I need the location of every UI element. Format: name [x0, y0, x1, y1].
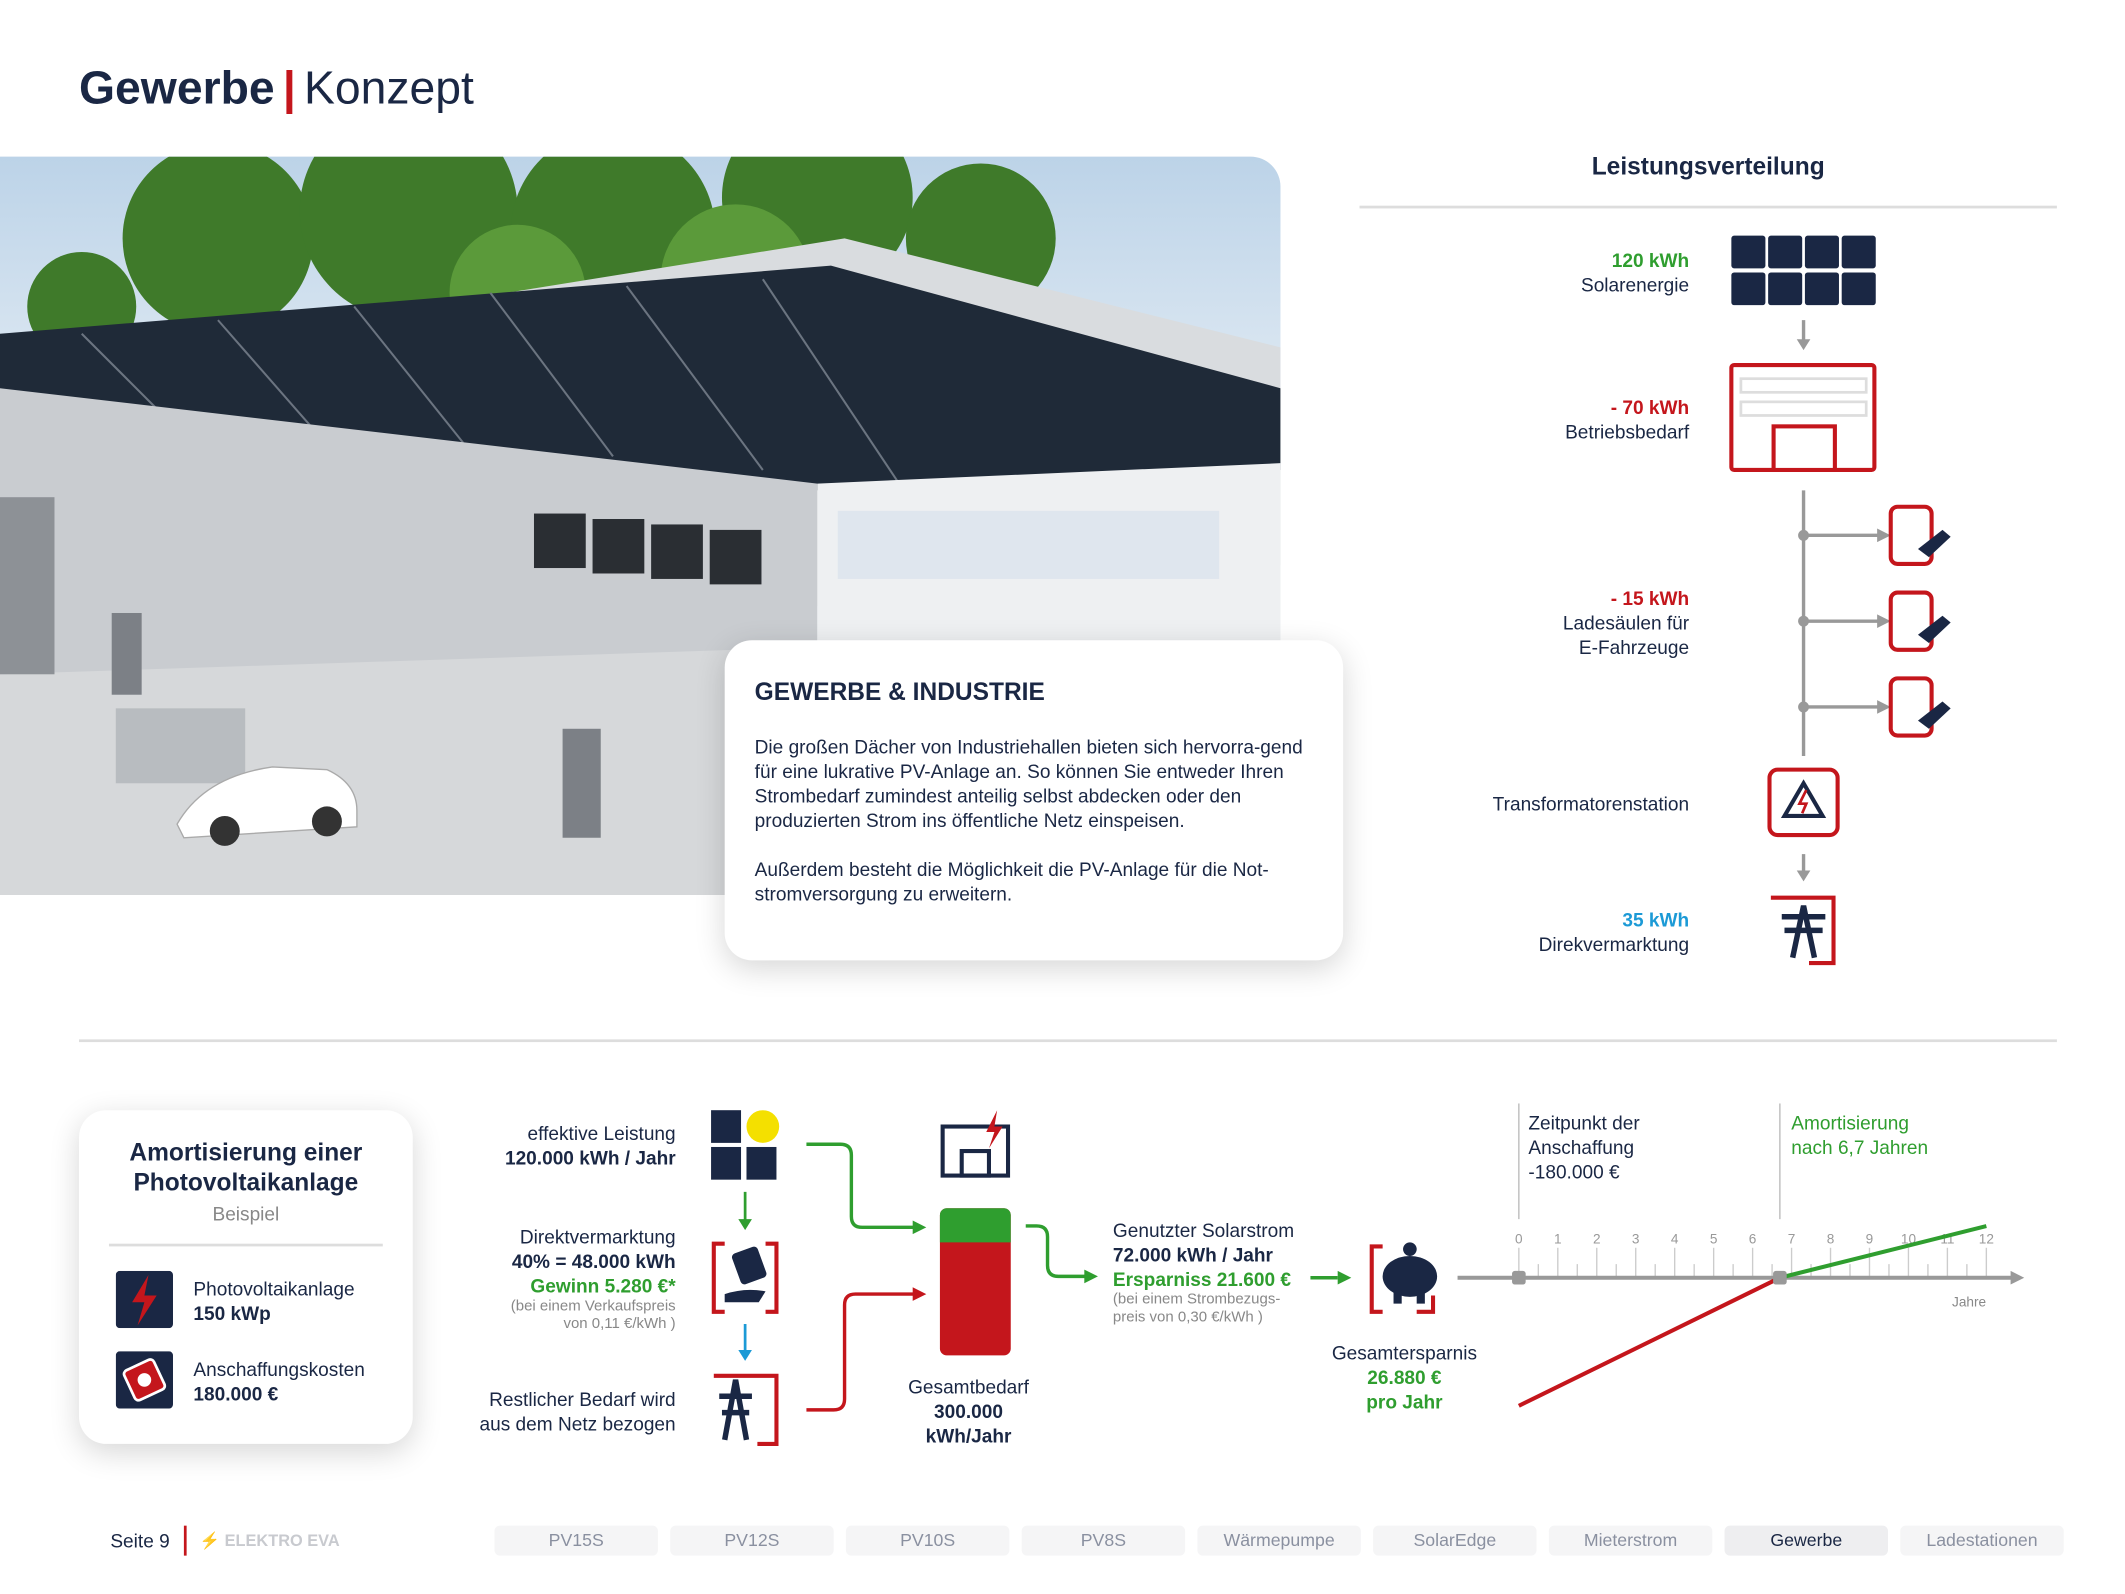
piggy-bank-icon [1369, 1242, 1438, 1314]
distribution-title: Leistungsverteilung [1591, 152, 1825, 180]
tick-label: 3 [1632, 1232, 1640, 1247]
intro-paragraph: Die großen Dächer von Industriehallen bi… [754, 735, 1303, 831]
section-divider [79, 1039, 2057, 1043]
tab-wärmepumpe[interactable]: Wärmepumpe [1197, 1525, 1361, 1556]
factory-lightning-icon [940, 1110, 1011, 1178]
tab-pv15s[interactable]: PV15S [494, 1525, 658, 1556]
flow-diagram [711, 1110, 1438, 1446]
intro-heading: GEWERBE & INDUSTRIE [754, 678, 1045, 706]
cost-money-icon [115, 1351, 173, 1409]
axis-label: Jahre [1952, 1295, 1987, 1311]
brand-logo: ⚡ ELEKTRO EVA [199, 1531, 340, 1551]
tick-label: 0 [1515, 1232, 1523, 1247]
page-number: Seite 9 [110, 1529, 170, 1552]
profit-line [1779, 1224, 1987, 1280]
tab-gewerbe[interactable]: Gewerbe [1724, 1525, 1889, 1556]
money-hand-icon [711, 1241, 779, 1314]
divider [1359, 205, 2057, 209]
tick-label: 6 [1749, 1232, 1757, 1247]
divider [183, 1525, 187, 1556]
card-title: Amortisierung einer [129, 1138, 363, 1167]
distribution-diagram [1729, 235, 1951, 966]
card-subtitle: Beispiel [212, 1202, 280, 1225]
demand-bar [939, 1208, 1011, 1356]
solar-lightning-icon [115, 1270, 173, 1329]
tick-label: 5 [1710, 1232, 1718, 1247]
ev-charger-icon [1888, 504, 1934, 738]
tick-label: 12 [1979, 1232, 1994, 1247]
tab-pv12s[interactable]: PV12S [670, 1525, 834, 1556]
amortization-card: Amortisierung einer Photovoltaikanlage B… [79, 1110, 413, 1444]
tab-pv8s[interactable]: PV8S [1021, 1525, 1186, 1556]
tick-label: 8 [1827, 1232, 1835, 1247]
tab-solaredge[interactable]: SolarEdge [1373, 1525, 1537, 1556]
axis-arrow-icon [2010, 1270, 2025, 1285]
factory-building-icon [1729, 363, 1877, 473]
tick-label: 2 [1593, 1232, 1601, 1247]
power-pylon-icon [1770, 895, 1836, 966]
divider [108, 1243, 383, 1247]
tab-pv10s[interactable]: PV10S [845, 1525, 1010, 1556]
brand-icon: ⚡ [199, 1531, 221, 1551]
transformer-station-icon [1767, 767, 1840, 838]
card-title: Photovoltaikanlage [133, 1168, 359, 1197]
solar-panel-icon [1731, 235, 1876, 306]
cost-line [1517, 1275, 1781, 1408]
page-title: Gewerbe|Konzept [79, 62, 474, 115]
power-pylon-icon [713, 1373, 779, 1446]
tick-label: 9 [1866, 1232, 1874, 1247]
tick-label: 4 [1671, 1232, 1679, 1247]
section-tabs: PV15S PV12S PV10S PV8S Wärmepumpe SolarEdge Mi… [494, 1525, 2064, 1556]
intro-paragraph: Außerdem besteht die Möglichkeit die PV-… [754, 858, 1269, 905]
purchase-point [1512, 1270, 1526, 1285]
tick-label: 1 [1554, 1232, 1562, 1247]
tab-mieterstrom[interactable]: Mieterstrom [1548, 1525, 1713, 1556]
transformer-label: Transformatorenstation [1492, 792, 1690, 815]
break-even-point [1773, 1270, 1787, 1285]
tab-ladestationen[interactable]: Ladestationen [1900, 1525, 2064, 1556]
tick-label: 7 [1788, 1232, 1796, 1247]
footer-left: Seite 9 ⚡ ELEKTRO EVA [110, 1525, 340, 1556]
solar-sun-icon [711, 1110, 780, 1180]
intro-card: GEWERBE & INDUSTRIE Die großen Dächer vo… [724, 640, 1344, 961]
